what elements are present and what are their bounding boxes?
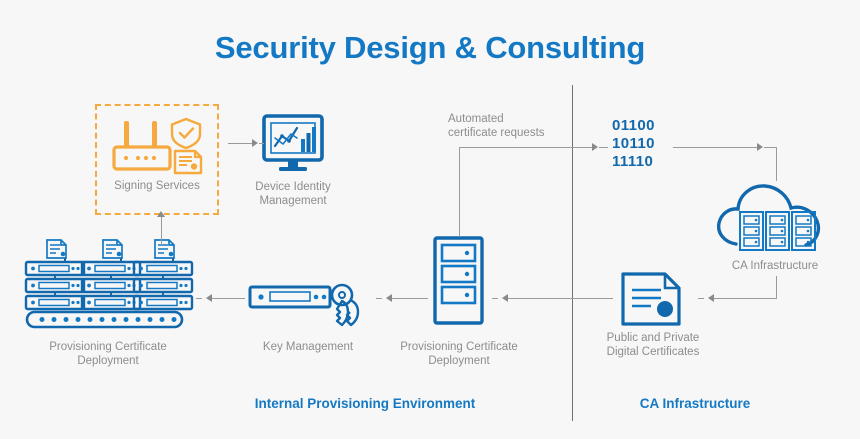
- zone-label-ca: CA Infrastructure: [639, 396, 751, 411]
- page-title: Security Design & Consulting: [214, 30, 646, 65]
- connector-key-to-farm-tail: [196, 298, 202, 299]
- connector-cloud-to-certs-tail: [698, 298, 704, 299]
- digital-certificates-node[interactable]: [621, 272, 685, 326]
- device-identity-management-node[interactable]: [262, 114, 324, 176]
- connector-cloud-to-certs-horizontal: [714, 298, 777, 299]
- connector-center-to-binary: [459, 147, 592, 148]
- certificate-seal-icon: [621, 272, 681, 326]
- connector-binary-to-cloud: [673, 147, 757, 148]
- connector-cloud-down: [776, 147, 777, 181]
- key-management-node[interactable]: [248, 281, 369, 331]
- connector-farm-to-signing: [161, 216, 162, 245]
- signing-services-node[interactable]: [112, 115, 204, 175]
- connector-center-to-key: [392, 298, 428, 299]
- signing-services-label: Signing Services: [114, 180, 200, 192]
- ca-infrastructure-cloud-node[interactable]: [714, 180, 836, 252]
- ca-infrastructure-cloud-label: CA Infrastructure: [731, 260, 819, 272]
- server-tower-icon: [433, 236, 484, 325]
- arrowhead-certs-to-center: [502, 294, 508, 302]
- arrowhead-cloud-to-certs: [708, 294, 714, 302]
- provisioning-left-label: Provisioning Certificate Deployment: [49, 341, 167, 367]
- provisioning-certificate-deployment-center-node[interactable]: [433, 236, 485, 326]
- binary-data-stream: 01100 10110 11110: [612, 117, 655, 171]
- connector-signing-to-device: [228, 143, 252, 144]
- provisioning-center-label: Provisioning Certificate Deployment: [400, 341, 518, 367]
- monitor-chart-icon: [262, 114, 324, 171]
- binary-line-3: 11110: [612, 153, 654, 170]
- server-farm-icon: [24, 239, 194, 329]
- arrowhead-signing-to-device: [252, 139, 258, 147]
- router-shield-certificate-icon: [112, 117, 203, 175]
- arrowhead-farm-to-signing: [157, 211, 165, 217]
- automated-certificate-requests-label: Automated certificate requests: [448, 113, 545, 139]
- arrowhead-center-to-key: [386, 294, 392, 302]
- binary-line-1: 01100: [612, 117, 655, 134]
- arrowhead-key-to-farm: [206, 294, 212, 302]
- connector-certs-to-center-tail: [492, 298, 498, 299]
- connector-signing-to-device-tail: [259, 143, 264, 144]
- server-key-icon: [248, 283, 360, 327]
- key-management-label: Key Management: [262, 341, 354, 353]
- connector-key-to-farm: [212, 298, 245, 299]
- connector-binary-approach: [599, 147, 608, 148]
- zone-label-internal: Internal Provisioning Environment: [254, 396, 476, 411]
- connector-center-to-key-tail: [376, 298, 382, 299]
- connector-center-up: [459, 147, 460, 237]
- zone-divider: [572, 85, 574, 421]
- connector-cloud-approach: [764, 147, 776, 148]
- binary-line-2: 10110: [612, 135, 655, 152]
- arrowhead-binary-to-cloud: [757, 143, 763, 151]
- connector-cloud-to-certs-vertical: [776, 276, 777, 298]
- arrowhead-automated-requests: [592, 143, 598, 151]
- cloud-servers-icon: [716, 184, 821, 251]
- device-identity-management-label: Device Identity Management: [255, 181, 331, 207]
- connector-certs-to-center: [508, 298, 613, 299]
- provisioning-certificate-deployment-left-node[interactable]: [18, 238, 194, 329]
- digital-certificates-label: Public and Private Digital Certificates: [606, 332, 700, 358]
